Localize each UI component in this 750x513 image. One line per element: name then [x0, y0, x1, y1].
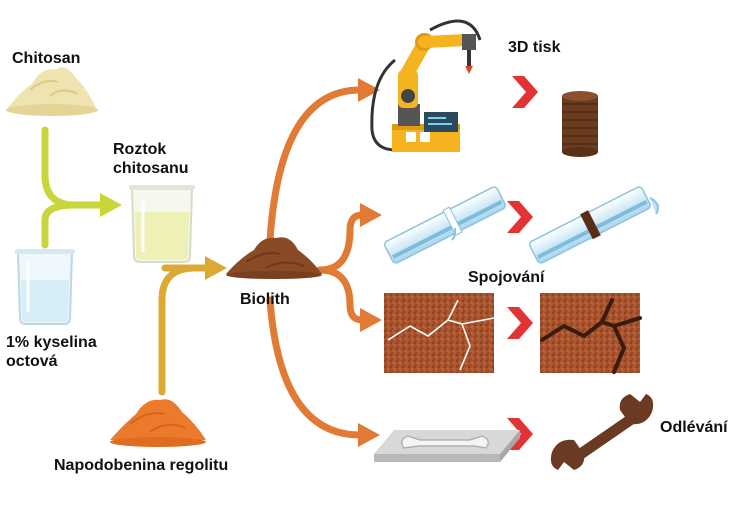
acetic-acid-beaker-icon — [15, 249, 75, 325]
acetic-acid-label: 1% kyselina octová — [6, 333, 97, 371]
regolith-flow-arrows — [158, 264, 209, 396]
chitosan-flow-arrows — [41, 126, 104, 249]
print-step-chevron — [512, 76, 538, 108]
3d-print-label: 3D tisk — [508, 39, 561, 56]
tube-before-joining-icon — [384, 186, 506, 264]
panel-step-chevron — [507, 307, 533, 339]
joining-label: Spojování — [468, 269, 545, 286]
simulated-regolith-pile-icon — [110, 399, 206, 447]
to-3d-print-arrow — [266, 86, 364, 244]
biolith-label: Biolith — [240, 291, 290, 308]
casting-mold-icon — [374, 430, 520, 462]
to-casting-arrow — [266, 296, 364, 439]
tube-step-chevron — [507, 201, 533, 233]
chitosan-flow-arrowhead — [100, 193, 122, 217]
acetic-acid-label-line1: 1% kyselina — [6, 334, 97, 351]
simulated-regolith-label: Napodobenina regolitu — [54, 457, 229, 474]
print-arrowhead — [358, 78, 380, 102]
casting-label: Odlévání — [660, 419, 728, 436]
to-joining-tube-arrow — [316, 211, 366, 274]
printed-cylinder-icon — [562, 91, 598, 157]
wrench-icon — [550, 394, 654, 470]
chitosan-powder-icon — [6, 67, 98, 116]
acid-to-solution-arrow — [41, 201, 79, 249]
regolith-flow-arrowhead — [205, 256, 227, 280]
chitosan-label: Chitosan — [12, 50, 81, 67]
chitosan-solution-label: Roztok chitosanu — [113, 140, 189, 178]
chitosan-to-solution-arrow — [41, 126, 104, 209]
biolith-pile-icon — [226, 237, 322, 279]
acetic-acid-label-line2: octová — [6, 353, 58, 370]
regolith-to-biolith-arrow — [158, 264, 209, 396]
process-arrows — [266, 86, 366, 439]
chitosan-solution-beaker-icon — [129, 185, 195, 263]
joined-panel-icon — [540, 293, 642, 374]
panel-arrowhead — [360, 308, 382, 332]
chitosan-solution-label-line2: chitosanu — [113, 160, 189, 177]
tube-after-joining-icon — [529, 186, 659, 264]
casting-step-chevron — [507, 418, 533, 450]
robot-arm-printer-icon — [370, 19, 482, 152]
chitosan-solution-label-line1: Roztok — [113, 141, 167, 158]
cracked-panel-icon — [384, 293, 495, 373]
tube-arrowhead — [360, 203, 382, 227]
to-joining-panel-arrow — [316, 266, 366, 324]
casting-arrowhead — [358, 423, 380, 447]
